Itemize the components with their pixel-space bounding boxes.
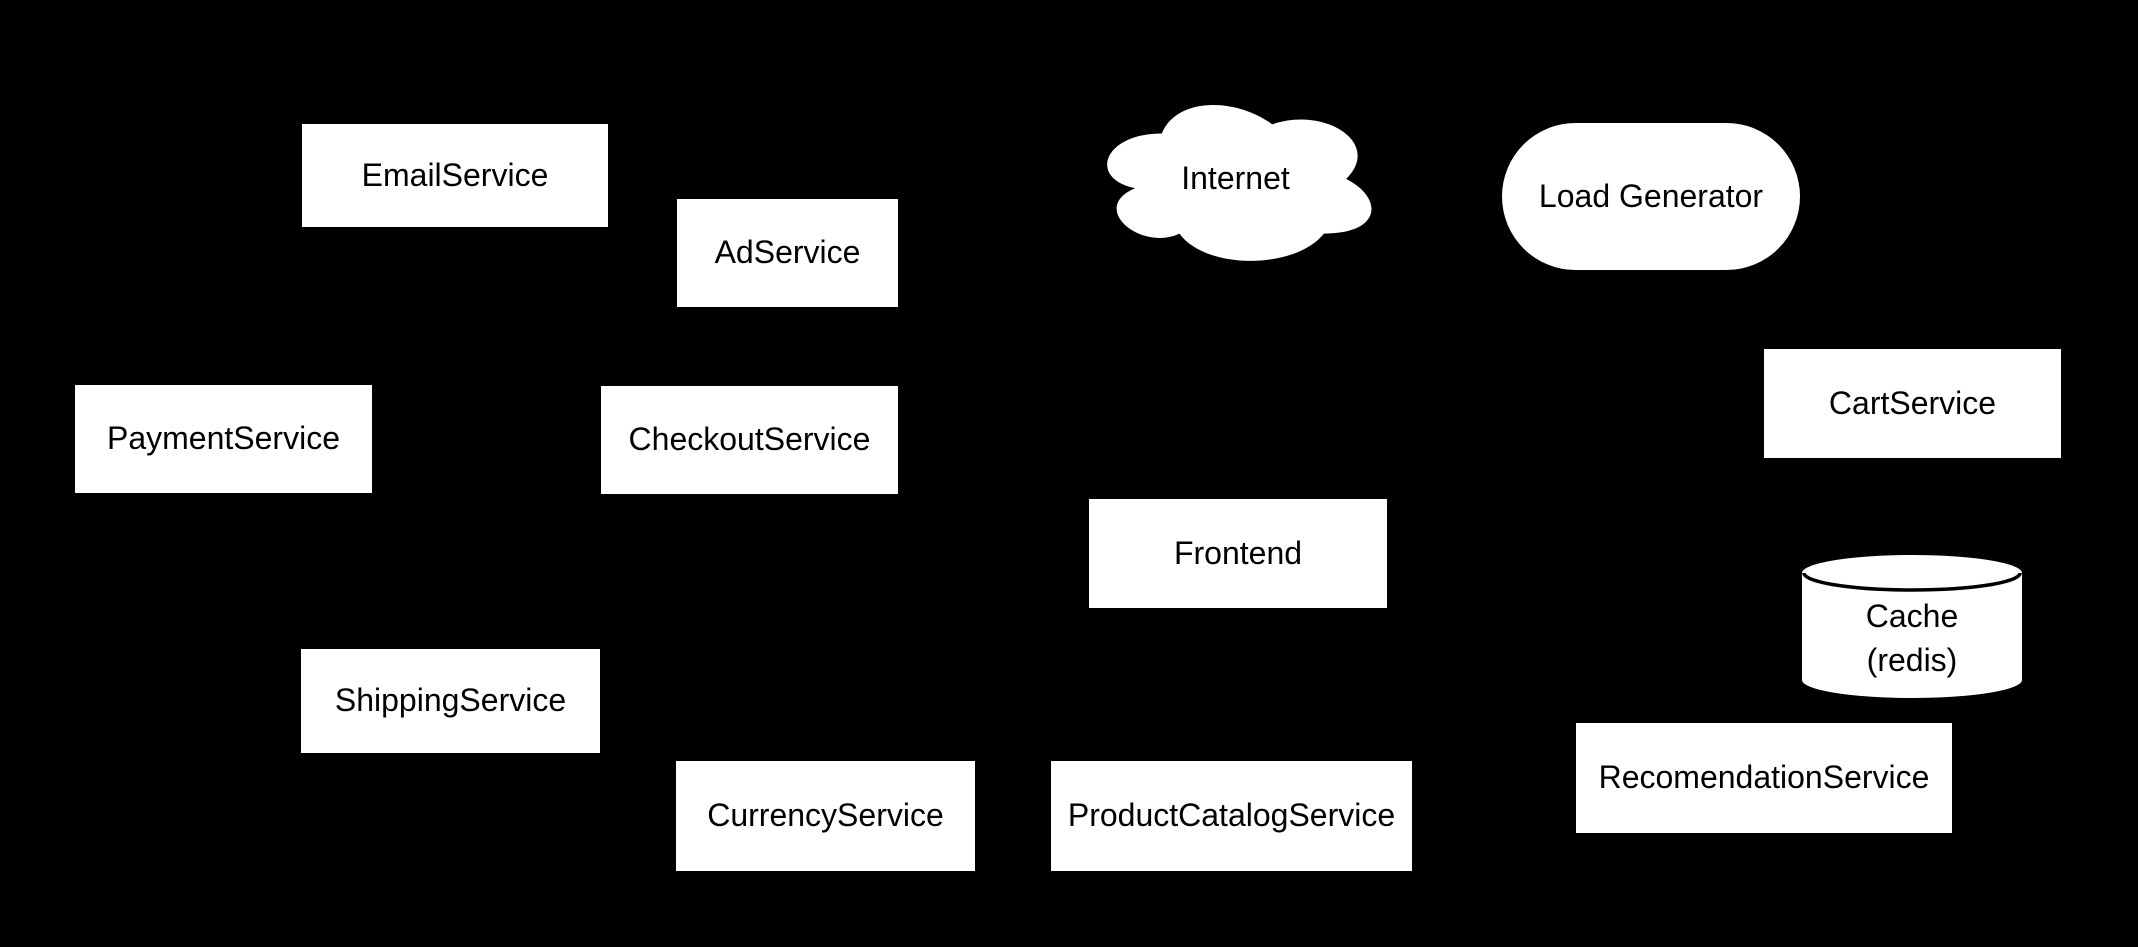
node-product-catalog-service: ProductCatalogService [1051,761,1412,871]
node-checkout-service: CheckoutService [601,386,898,494]
node-label: Load Generator [1538,177,1764,214]
node-label: Cache (redis) [1802,555,2022,698]
node-cart-service: CartService [1764,349,2061,458]
node-currency-service: CurrencyService [676,761,975,871]
node-label: EmailService [361,156,549,193]
node-label: Frontend [1173,534,1303,571]
node-label: CartService [1828,384,1997,421]
node-label: AdService [714,234,861,271]
node-label: ShippingService [334,682,567,719]
node-load-generator: Load Generator [1502,123,1800,270]
node-label: Internet [1181,160,1290,197]
node-cache-redis: Cache (redis) [1802,555,2022,698]
node-label: ProductCatalogService [1067,797,1396,834]
node-label: CheckoutService [628,421,871,458]
node-email-service: EmailService [302,124,608,227]
internet-cloud-shape [1107,104,1372,261]
node-ad-service: AdService [677,199,898,307]
node-payment-service: PaymentService [75,385,372,493]
cache-label-line1: Cache [1865,598,1959,635]
node-recommendation-service: RecomendationService [1576,723,1952,833]
node-label: CurrencyService [707,797,944,834]
node-internet: Internet [1088,88,1383,270]
cache-cylinder-shape [1802,555,2022,698]
node-shipping-service: ShippingService [301,649,600,753]
node-frontend: Frontend [1089,499,1387,608]
node-label: RecomendationService [1598,759,1930,796]
node-label: PaymentService [107,420,340,457]
cache-label-line2: (redis) [1866,641,1958,678]
